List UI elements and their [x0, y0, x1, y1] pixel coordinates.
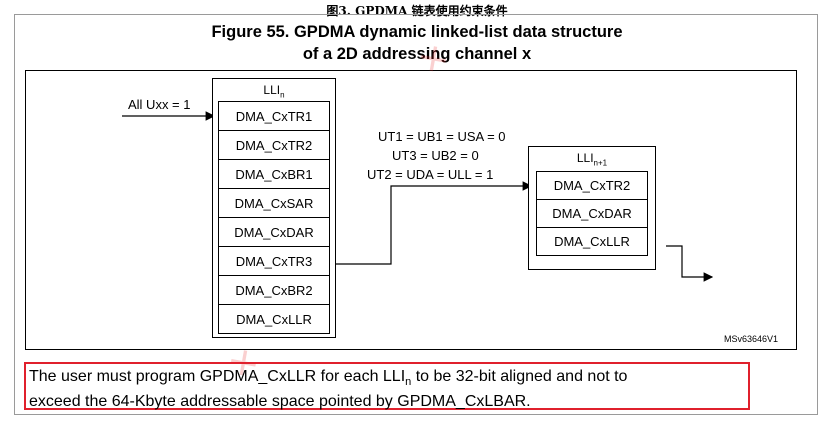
register-cell: DMA_CxTR2 [218, 130, 330, 160]
register-cell: DMA_CxTR1 [218, 101, 330, 131]
register-cell: DMA_CxDAR [218, 217, 330, 247]
figure-title-line1: Figure 55. GPDMA dynamic linked-list dat… [211, 23, 623, 41]
register-cell: DMA_CxLLR [218, 304, 330, 334]
condition-line-2: UT3 = UB2 = 0 [392, 148, 479, 163]
condition-line-3: UT2 = UDA = ULL = 1 [367, 167, 494, 182]
note-box: The user must program GPDMA_CxLLR for ea… [24, 362, 750, 410]
register-cell: DMA_CxSAR [218, 188, 330, 218]
register-cell: DMA_CxDAR [536, 199, 648, 228]
note-line-1: The user must program GPDMA_CxLLR for ea… [29, 368, 628, 389]
register-cell: DMA_CxTR2 [536, 171, 648, 200]
diagram-frame [25, 70, 797, 350]
next-link-arrow [666, 245, 714, 282]
register-cell: DMA_CxBR2 [218, 275, 330, 305]
note-line-2: exceed the 64-Kbyte addressable space po… [29, 393, 531, 411]
register-cell: DMA_CxBR1 [218, 159, 330, 189]
lli-n-header: LLIn [263, 83, 285, 100]
register-cell: DMA_CxLLR [536, 227, 648, 256]
figure-border [14, 14, 818, 415]
condition-line-1: UT1 = UB1 = USA = 0 [378, 129, 506, 144]
tr3-to-lli-n1-connector [334, 181, 533, 265]
lli-n1-header: LLIn+1 [576, 151, 608, 168]
reference-code: MSv63646V1 [724, 334, 779, 344]
register-cell: DMA_CxTR3 [218, 246, 330, 276]
input-label: All Uxx = 1 [128, 97, 191, 112]
figure-title-line2: of a 2D addressing channel x [302, 45, 532, 63]
